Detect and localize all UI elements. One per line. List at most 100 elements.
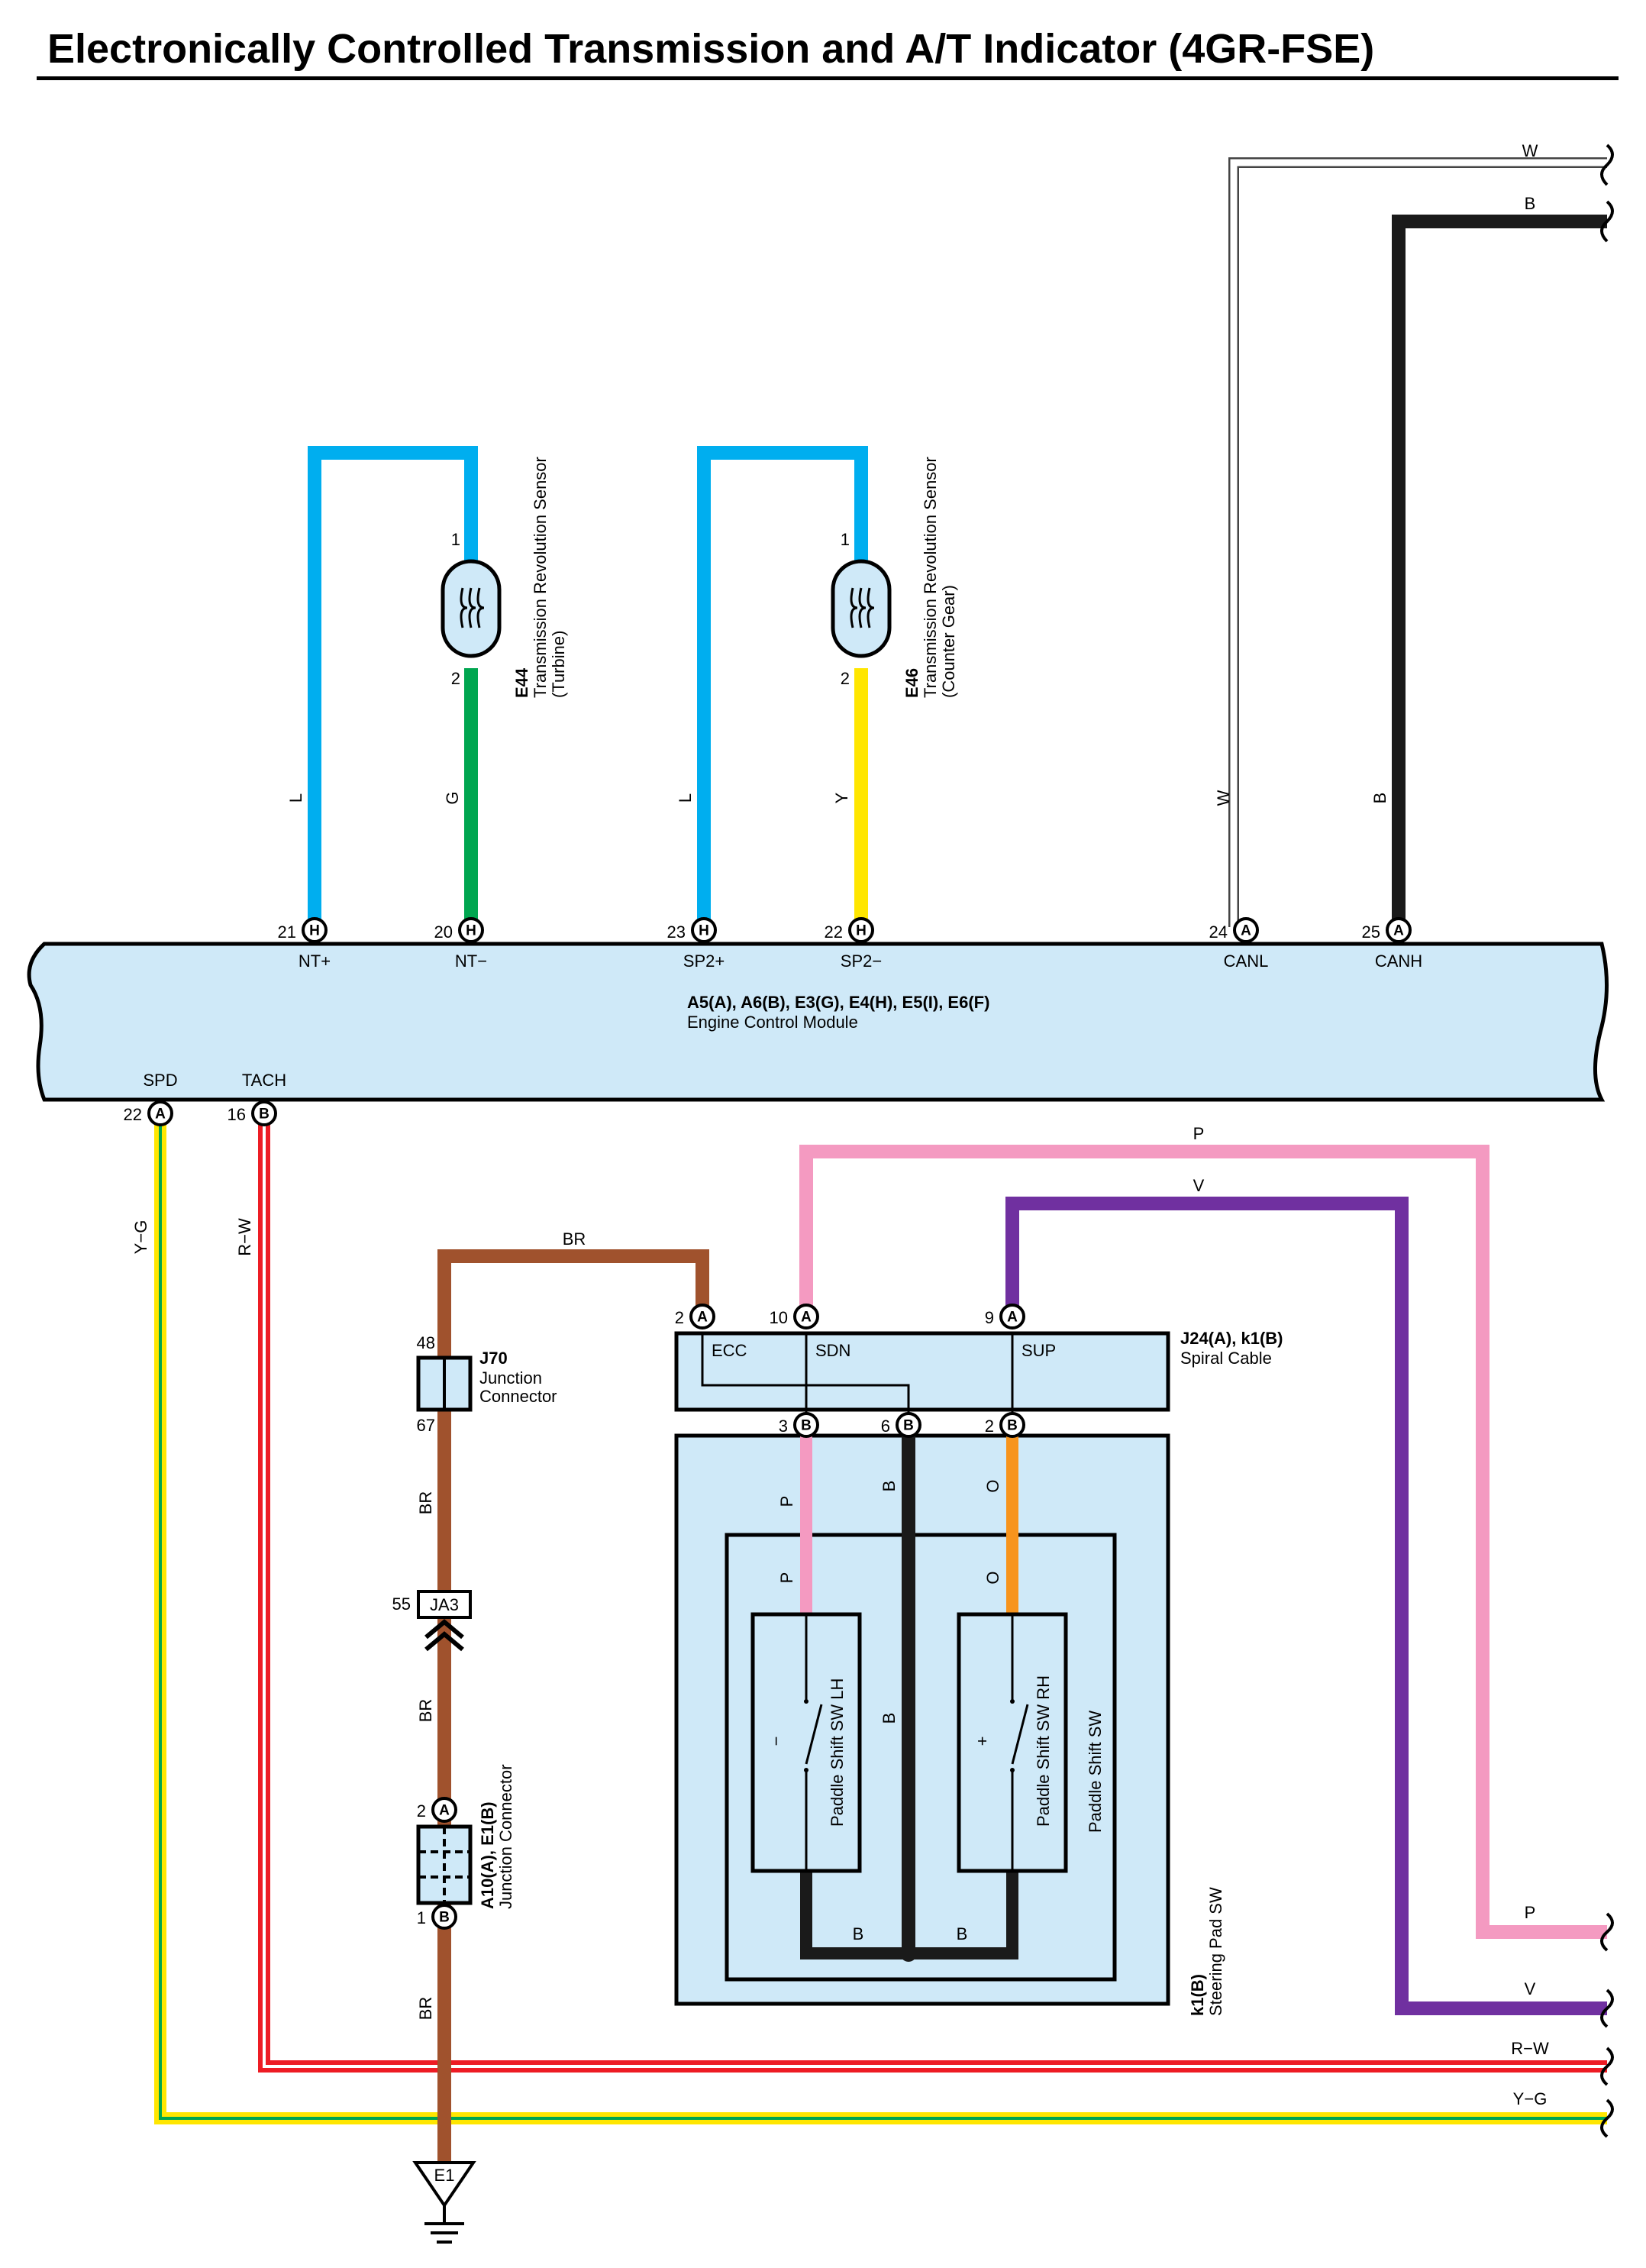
ecm-pin-spd: A 22 SPD — [124, 1071, 178, 1126]
e44-label: E44 Transmission Revolution Sensor (Turb… — [512, 457, 568, 698]
wire-label-b-in2: B — [879, 1713, 899, 1724]
svg-text:16: 16 — [228, 1105, 246, 1124]
svg-text:Transmission Revolution Sensor: Transmission Revolution Sensor — [531, 457, 550, 698]
e44-pin1: 1 — [451, 530, 460, 549]
ecm-pin-canl: A 24 CANL — [1209, 917, 1269, 971]
e46-pin2: 2 — [841, 669, 850, 688]
spiral-pin-6b: B 6 — [881, 1412, 921, 1438]
svg-text:A: A — [801, 1310, 812, 1326]
wire-label-b-bottom-right: B — [957, 1924, 968, 1943]
ecm-pin-sp2-minus: H 22 SP2− — [825, 917, 882, 971]
wire-label-b: B — [1370, 793, 1389, 804]
wire-label-br-1: BR — [416, 1491, 435, 1515]
page-title: Electronically Controlled Transmission a… — [47, 26, 1374, 72]
e44-pin2: 2 — [451, 669, 460, 688]
svg-text:E44: E44 — [512, 667, 531, 698]
wire-label-p-right: P — [1525, 1903, 1536, 1922]
wire-r-w — [258, 1115, 1607, 2073]
connector-chevron-icon — [424, 1619, 464, 1652]
j70-line1: Junction — [479, 1368, 542, 1388]
wire-label-w-top: W — [1522, 141, 1538, 160]
svg-text:24: 24 — [1209, 922, 1228, 942]
svg-text:2: 2 — [675, 1308, 684, 1327]
svg-text:22: 22 — [124, 1105, 142, 1124]
ecm-pin-tach: B 16 TACH — [228, 1071, 286, 1126]
spiral-cable-code: J24(A), k1(B) — [1180, 1329, 1283, 1348]
break-mark-b — [1600, 200, 1614, 243]
svg-text:CANH: CANH — [1375, 951, 1422, 971]
spiral-cable-name: Spiral Cable — [1180, 1349, 1272, 1368]
svg-text:E1: E1 — [434, 2166, 455, 2185]
paddle-lh-minus: − — [767, 1737, 786, 1746]
e44-sensor — [441, 559, 502, 658]
wire-v — [1005, 1197, 1607, 2015]
break-mark-rw — [1600, 2047, 1614, 2086]
svg-text:CANL: CANL — [1224, 951, 1269, 971]
svg-text:Steering Pad SW: Steering Pad SW — [1206, 1887, 1225, 2016]
j70-line2: Connector — [479, 1387, 557, 1406]
wire-label-rw-right: R−W — [1511, 2039, 1549, 2058]
svg-text:25: 25 — [1362, 922, 1380, 942]
spiral-pin-sdn: A 10 — [770, 1304, 819, 1329]
svg-text:Junction Connector: Junction Connector — [496, 1764, 515, 1909]
ecm-pin-sp2-plus: H 23 SP2+ — [667, 917, 725, 971]
wire-label-w: W — [1214, 790, 1233, 806]
svg-text:1: 1 — [417, 1908, 426, 1927]
svg-text:JA3: JA3 — [430, 1595, 459, 1614]
coil-icon — [460, 587, 485, 628]
spiral-internal-lines — [701, 1333, 1014, 1425]
svg-text:23: 23 — [667, 922, 686, 942]
spiral-sup: SUP — [1021, 1341, 1056, 1360]
svg-text:Transmission Revolution Sensor: Transmission Revolution Sensor — [921, 457, 940, 698]
spiral-pin-3b: B 3 — [779, 1412, 819, 1438]
svg-text:A10(A), E1(B): A10(A), E1(B) — [478, 1801, 497, 1909]
spiral-ecc: ECC — [712, 1341, 747, 1360]
paddle-shift-sw-rh — [957, 1612, 1068, 1873]
switch-icon — [1011, 1704, 1029, 1765]
wire-label-g: G — [443, 791, 462, 804]
wire-l-e44 — [308, 446, 478, 927]
svg-text:SP2−: SP2− — [841, 951, 882, 971]
wire-label-br-top: BR — [563, 1229, 586, 1249]
svg-text:9: 9 — [985, 1308, 994, 1327]
wire-label-l-1: L — [286, 793, 305, 803]
svg-text:22: 22 — [825, 922, 843, 942]
wire-label-b-top: B — [1525, 194, 1536, 213]
svg-text:H: H — [856, 923, 867, 939]
ecm-pin-nt-plus: H 21 NT+ — [278, 917, 331, 971]
wire-y-g — [154, 1115, 1607, 2124]
wire-label-v-right: V — [1525, 1979, 1536, 1998]
ecm-pin-nt-minus: H 20 NT− — [434, 917, 487, 971]
wire-label-p-top: P — [1193, 1124, 1205, 1143]
ecm-codes: A5(A), A6(B), E3(G), E4(H), E5(I), E6(F) — [687, 993, 989, 1012]
paddle-rh-plus: + — [973, 1737, 992, 1746]
break-mark-yg — [1600, 2098, 1614, 2138]
wire-label-o-in1: O — [983, 1479, 1002, 1492]
svg-text:B: B — [259, 1107, 269, 1123]
svg-text:NT+: NT+ — [299, 951, 331, 971]
paddle-shift-sw-label: Paddle Shift SW — [1086, 1711, 1105, 1833]
wire-label-p-in1: P — [777, 1496, 796, 1507]
wire-label-b-in1: B — [879, 1481, 899, 1492]
svg-text:10: 10 — [770, 1308, 788, 1327]
break-mark-w — [1600, 144, 1614, 186]
svg-text:21: 21 — [278, 922, 296, 942]
svg-text:(Turbine): (Turbine) — [549, 631, 568, 698]
spiral-pin-2b: B 2 — [985, 1412, 1025, 1438]
ecm-name: Engine Control Module — [687, 1013, 858, 1032]
svg-text:H: H — [309, 923, 320, 939]
wire-b-can — [1392, 215, 1607, 927]
svg-text:TACH: TACH — [242, 1071, 286, 1090]
wire-label-br-3: BR — [416, 1997, 435, 2021]
a10-label: A10(A), E1(B) Junction Connector — [478, 1764, 515, 1909]
ja3-pin: 55 — [392, 1594, 411, 1614]
a10-connector — [416, 1824, 473, 1905]
spiral-cable-box — [674, 1331, 1170, 1412]
steering-pad-label: k1(B) Steering Pad SW — [1188, 1887, 1225, 2016]
splice-point — [900, 1945, 917, 1962]
wire-label-p-in2: P — [777, 1572, 796, 1584]
j70-pin-bottom: 67 — [417, 1416, 435, 1435]
spiral-pin-sup: A 9 — [985, 1304, 1025, 1329]
wire-label-yg-right: Y−G — [1513, 2089, 1548, 2108]
